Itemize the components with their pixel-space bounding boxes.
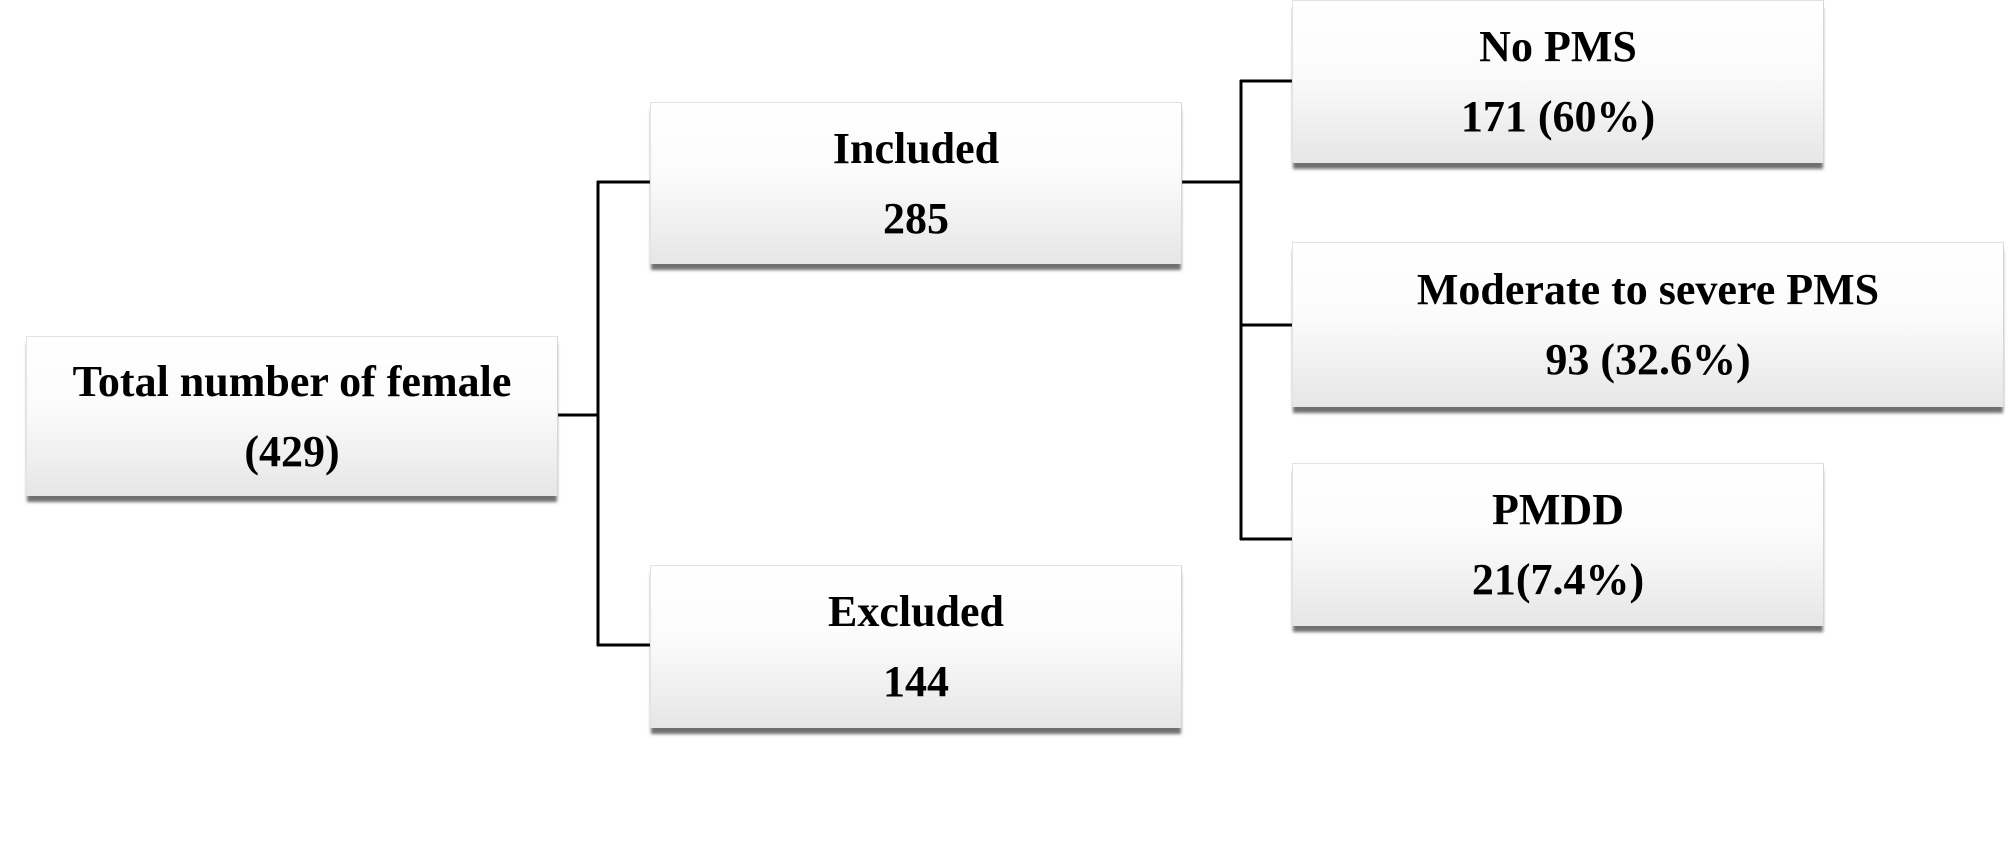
- node-excluded-title: Excluded: [827, 587, 1005, 636]
- node-excluded: Excluded 144: [650, 565, 1182, 728]
- node-moderate-title: Moderate to severe PMS: [1416, 265, 1880, 314]
- node-included-title: Included: [832, 123, 1000, 173]
- node-moderate-value: 93 (32.6%): [1545, 335, 1751, 384]
- node-pmdd-value: 21(7.4%): [1471, 555, 1645, 604]
- node-pmdd: PMDD 21(7.4%): [1292, 463, 1824, 626]
- node-total-title: Total number of female: [72, 356, 512, 406]
- node-no-pms-title: No PMS: [1479, 22, 1637, 71]
- node-included: Included 285: [650, 102, 1182, 264]
- node-excluded-value: 144: [883, 657, 949, 706]
- node-no-pms-value: 171 (60%): [1460, 92, 1656, 141]
- node-included-value: 285: [883, 193, 949, 243]
- node-total-female: Total number of female (429): [26, 336, 558, 496]
- node-total-value: (429): [244, 426, 340, 476]
- node-moderate-severe-pms: Moderate to severe PMS 93 (32.6%): [1292, 242, 2004, 407]
- node-pmdd-title: PMDD: [1492, 485, 1624, 534]
- node-no-pms: No PMS 171 (60%): [1292, 0, 1824, 163]
